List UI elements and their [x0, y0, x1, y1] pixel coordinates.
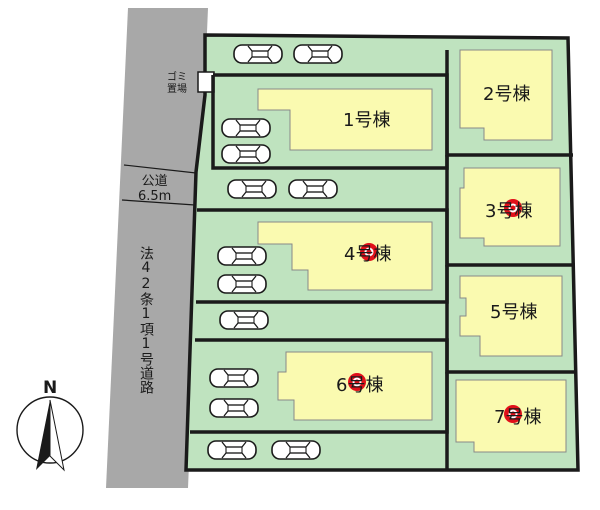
car-icon: [227, 179, 277, 199]
side-road-label: 法42条1項1号道路: [138, 246, 154, 394]
building-4-label: 4号棟: [344, 244, 392, 265]
marker-icon: [504, 199, 522, 217]
marker-icon: [504, 405, 522, 423]
car-icon: [209, 398, 259, 418]
car-icon: [221, 118, 271, 138]
garbage-label: ゴミ 置場: [167, 72, 187, 95]
car-icon: [207, 440, 257, 460]
car-icon: [233, 44, 283, 64]
car-icon: [217, 246, 267, 266]
building-5-shape: [459, 275, 563, 357]
car-icon: [217, 274, 267, 294]
building-2-shape: [459, 49, 553, 141]
building-7-label: 7号棟: [494, 407, 542, 428]
building-3-label: 3号棟: [485, 201, 533, 222]
building-1-shape: [257, 88, 433, 151]
compass-icon: [16, 396, 84, 472]
building-6-label: 6号棟: [336, 375, 384, 396]
compass-north-label: N: [43, 378, 58, 398]
building-4-shape: [257, 221, 433, 291]
building-5-label: 5号棟: [490, 302, 538, 323]
marker-icon: [348, 373, 366, 391]
public-road-line: [121, 199, 196, 206]
car-icon: [288, 179, 338, 199]
building-1-label: 1号棟: [343, 110, 391, 131]
car-icon: [219, 310, 269, 330]
car-icon: [293, 44, 343, 64]
car-icon: [271, 440, 321, 460]
marker-icon: [360, 243, 378, 261]
building-2-label: 2号棟: [483, 84, 531, 105]
public-road-label: 公道 6.5m: [138, 174, 172, 204]
public-road-line: [123, 164, 197, 174]
car-icon: [209, 368, 259, 388]
car-icon: [221, 144, 271, 164]
side-road: [106, 8, 208, 488]
